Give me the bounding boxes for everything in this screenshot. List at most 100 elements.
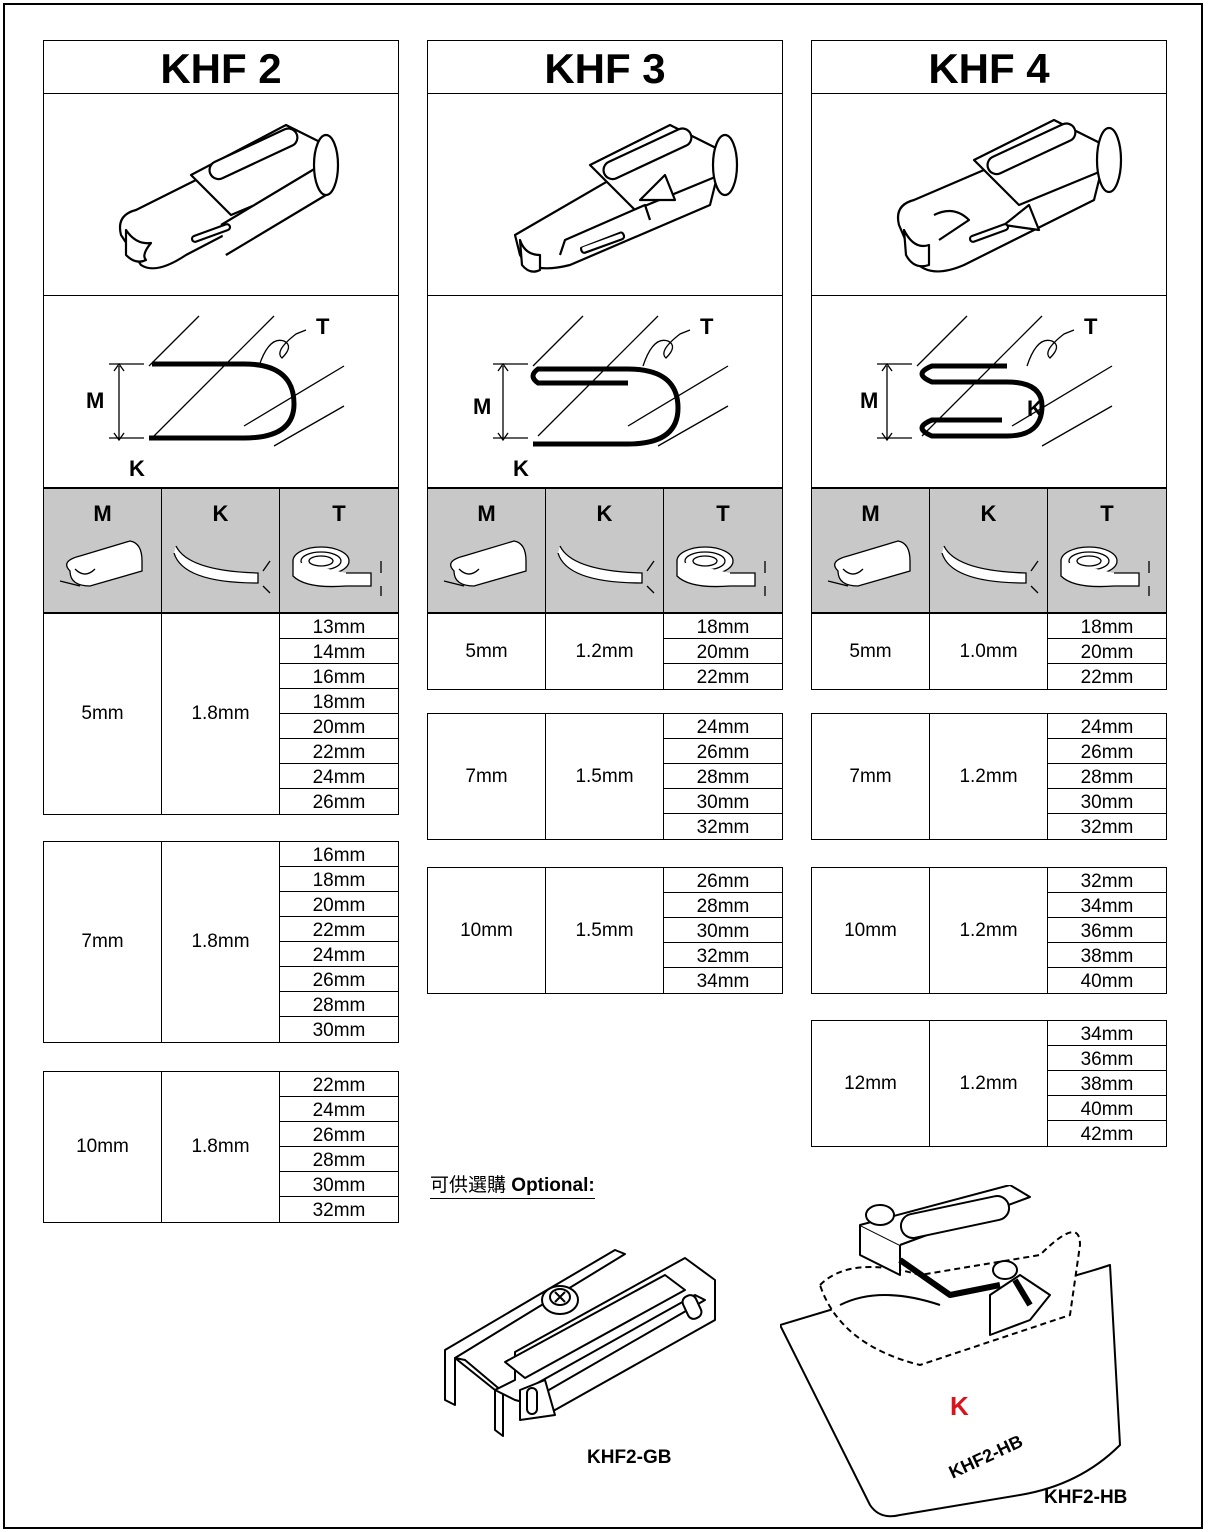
header-label: K: [212, 501, 229, 526]
t-value: 28mm: [664, 893, 782, 918]
header-cell: T: [1048, 489, 1166, 612]
t-value: 38mm: [1048, 1071, 1166, 1096]
t-value: 20mm: [1048, 639, 1166, 664]
t-value: 28mm: [280, 992, 398, 1017]
t-value: 18mm: [664, 614, 782, 639]
m-value: 5mm: [44, 614, 162, 814]
header-label: K: [596, 501, 613, 526]
folder-illustration: [43, 94, 399, 296]
diagram-k-label: K: [513, 456, 529, 481]
optional-chinese: 可供選購: [430, 1175, 507, 1196]
header-icon-t: [670, 531, 780, 606]
k-value: 1.2mm: [930, 1021, 1048, 1146]
t-value: 28mm: [280, 1147, 398, 1172]
m-value: 5mm: [812, 614, 930, 689]
header-icon-k: [936, 531, 1046, 606]
t-value: 36mm: [1048, 918, 1166, 943]
t-value: 24mm: [280, 1097, 398, 1122]
t-value: 26mm: [664, 868, 782, 893]
header-icon-k: [552, 531, 662, 606]
header-label: T: [1100, 501, 1114, 526]
t-value: 34mm: [1048, 893, 1166, 918]
header-cell: M: [44, 489, 162, 612]
header-icon-m: [50, 531, 150, 606]
optional-label: 可供選購 Optional:: [430, 1170, 595, 1199]
column-title: KHF 3: [427, 40, 783, 94]
m-value: 7mm: [812, 714, 930, 839]
header-cell: K: [162, 489, 280, 612]
t-value: 34mm: [696, 971, 750, 992]
header-label: T: [716, 501, 730, 526]
t-value: 42mm: [1080, 1124, 1134, 1145]
header-icon-t: [1054, 531, 1164, 606]
t-value: 20mm: [280, 714, 398, 739]
k-value: 1.8mm: [162, 842, 280, 1042]
header-label: M: [93, 501, 112, 526]
khf2-gb-caption: KHF2-GB: [587, 1447, 672, 1468]
t-value: 34mm: [1048, 1021, 1166, 1046]
header-icon-k: [168, 531, 278, 606]
t-value: 30mm: [1048, 789, 1166, 814]
page-frame: [3, 3, 1203, 1529]
k-value: 1.2mm: [546, 614, 664, 689]
t-value: 14mm: [280, 639, 398, 664]
k-value: 1.5mm: [546, 868, 664, 993]
t-value: 32mm: [312, 1200, 366, 1221]
m-value: 7mm: [44, 842, 162, 1042]
t-value: 22mm: [280, 1072, 398, 1097]
t-value: 30mm: [312, 1020, 366, 1041]
header-label: K: [980, 501, 997, 526]
k-value: 1.5mm: [546, 714, 664, 839]
diagram-k-label: K: [1027, 396, 1043, 421]
t-value: 26mm: [1048, 739, 1166, 764]
t-value: 24mm: [280, 942, 398, 967]
t-value: 16mm: [280, 842, 398, 867]
t-value: 32mm: [1048, 868, 1166, 893]
hb-logo: K: [950, 1391, 969, 1421]
m-value: 10mm: [428, 868, 546, 993]
diagram-t-label: T: [700, 314, 714, 339]
t-value: 24mm: [280, 764, 398, 789]
diagram-m-label: M: [860, 388, 878, 413]
optional-english: Optional:: [511, 1175, 595, 1196]
t-value: 26mm: [664, 739, 782, 764]
header-cell: M: [812, 489, 930, 612]
t-value: 26mm: [312, 792, 366, 813]
k-value: 1.2mm: [930, 714, 1048, 839]
t-value: 40mm: [1080, 971, 1134, 992]
t-value: 26mm: [280, 967, 398, 992]
t-value: 20mm: [280, 892, 398, 917]
t-value: 28mm: [664, 764, 782, 789]
table-header: M K T: [811, 488, 1167, 613]
t-value: 30mm: [280, 1172, 398, 1197]
diagram-t-label: T: [1084, 314, 1098, 339]
fold-diagram: M K T: [43, 296, 399, 488]
diagram-m-label: M: [86, 388, 104, 413]
t-value: 26mm: [280, 1122, 398, 1147]
column-title: KHF 4: [811, 40, 1167, 94]
t-value: 18mm: [1048, 614, 1166, 639]
t-value: 30mm: [664, 918, 782, 943]
k-value: 1.8mm: [162, 1072, 280, 1222]
t-value: 38mm: [1048, 943, 1166, 968]
m-value: 5mm: [428, 614, 546, 689]
t-value: 22mm: [280, 739, 398, 764]
khf2-hb-caption: KHF2-HB: [1044, 1487, 1128, 1508]
t-value: 32mm: [696, 817, 750, 838]
t-value: 20mm: [664, 639, 782, 664]
t-value: 18mm: [280, 867, 398, 892]
